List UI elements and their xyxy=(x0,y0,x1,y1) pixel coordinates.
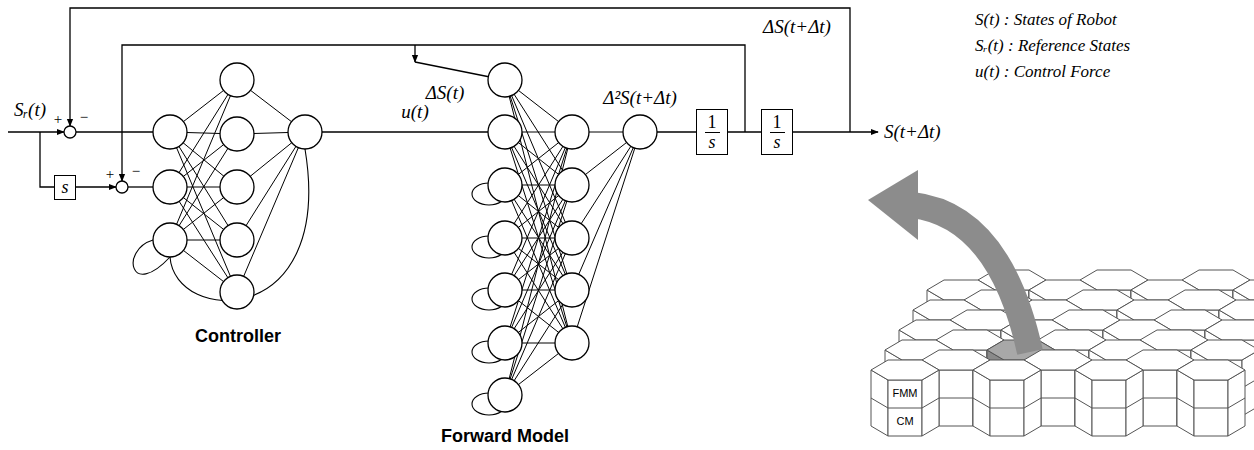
layer-name: CM xyxy=(896,416,913,428)
neuron xyxy=(488,378,522,412)
synapse xyxy=(170,80,237,240)
neuron xyxy=(288,115,322,149)
sign-mark: − xyxy=(132,164,140,180)
prism-top xyxy=(1205,320,1254,340)
synapse xyxy=(505,132,572,290)
layer-name: FMM xyxy=(892,388,917,400)
block-title: Forward Model xyxy=(441,427,569,446)
neuron xyxy=(555,221,589,255)
derivative-box: s xyxy=(54,175,76,200)
neuron xyxy=(488,115,522,149)
synapse xyxy=(505,80,572,238)
operator-symbol: s xyxy=(58,178,71,197)
signal-line xyxy=(128,186,153,187)
signal-connector xyxy=(728,131,761,132)
integrator-box: 1s xyxy=(696,109,728,155)
signal-name: Δ²S(t+Δt) xyxy=(603,88,677,108)
module-prism xyxy=(973,360,1041,436)
sign-mark: − xyxy=(80,110,88,126)
signal-name: ΔS(t) xyxy=(426,83,465,103)
module-prism xyxy=(871,360,939,436)
feedback-line xyxy=(70,8,850,132)
signal-name: u(t) xyxy=(401,102,428,122)
signal-name: Sᵣ(t) xyxy=(14,100,46,120)
sign-mark: + xyxy=(106,167,114,183)
numerator: 1 xyxy=(770,113,785,133)
sign-mark: + xyxy=(54,112,62,128)
feedback-line xyxy=(122,45,745,181)
neuron xyxy=(153,115,187,149)
neuron xyxy=(220,117,254,151)
neuron xyxy=(220,275,254,309)
numerator: 1 xyxy=(705,113,720,133)
synapse xyxy=(505,238,572,395)
summing-junction xyxy=(64,126,76,138)
module-prism xyxy=(1075,360,1143,436)
neuron xyxy=(555,273,589,307)
prism-top xyxy=(1233,280,1254,300)
signal-line xyxy=(8,131,64,132)
block-title: Controller xyxy=(195,327,281,346)
prism-top xyxy=(1177,360,1245,380)
synapse xyxy=(170,132,237,292)
neuron xyxy=(555,168,589,202)
integrator-box: 1s xyxy=(761,109,793,155)
signal-line xyxy=(76,131,153,132)
synapse xyxy=(572,132,640,290)
signal-name: ΔS(t+Δt) xyxy=(763,17,831,37)
neuron xyxy=(153,223,187,257)
neuron xyxy=(220,223,254,257)
neuron xyxy=(555,115,589,149)
symbol-key: u(t) : Control Force xyxy=(975,63,1110,81)
signal-name: S(t+Δt) xyxy=(884,122,941,142)
symbol-key: Sᵣ(t) : Reference States xyxy=(975,37,1130,55)
layer-split xyxy=(1177,398,1245,408)
synapse xyxy=(505,132,572,290)
neuron xyxy=(488,326,522,360)
neuron xyxy=(555,326,589,360)
synapse xyxy=(237,132,305,292)
neuron xyxy=(488,273,522,307)
module-prism xyxy=(1177,360,1245,436)
prism-top xyxy=(1219,300,1254,320)
feedback-branch xyxy=(415,62,490,77)
neuron xyxy=(488,63,522,97)
pointer-arrow-head xyxy=(868,170,918,240)
pointer-arrow-body xyxy=(912,205,1030,352)
layer-split xyxy=(973,398,1041,408)
neuron xyxy=(220,63,254,97)
neuron xyxy=(153,170,187,204)
symbol-key: S(t) : States of Robot xyxy=(975,11,1117,29)
feedback-branch xyxy=(414,45,415,62)
layer-split xyxy=(1075,398,1143,408)
prism-top xyxy=(1191,340,1254,360)
prism-top xyxy=(1075,360,1143,380)
prism-top xyxy=(871,360,939,380)
operator-symbol: s xyxy=(705,133,718,152)
signal-line xyxy=(322,131,488,132)
layer-split xyxy=(871,398,939,408)
prism-top xyxy=(973,360,1041,380)
neuron xyxy=(488,221,522,255)
neuron xyxy=(488,168,522,202)
neuron xyxy=(623,115,657,149)
summing-junction xyxy=(116,181,128,193)
operator-symbol: s xyxy=(770,133,783,152)
neuron xyxy=(220,170,254,204)
